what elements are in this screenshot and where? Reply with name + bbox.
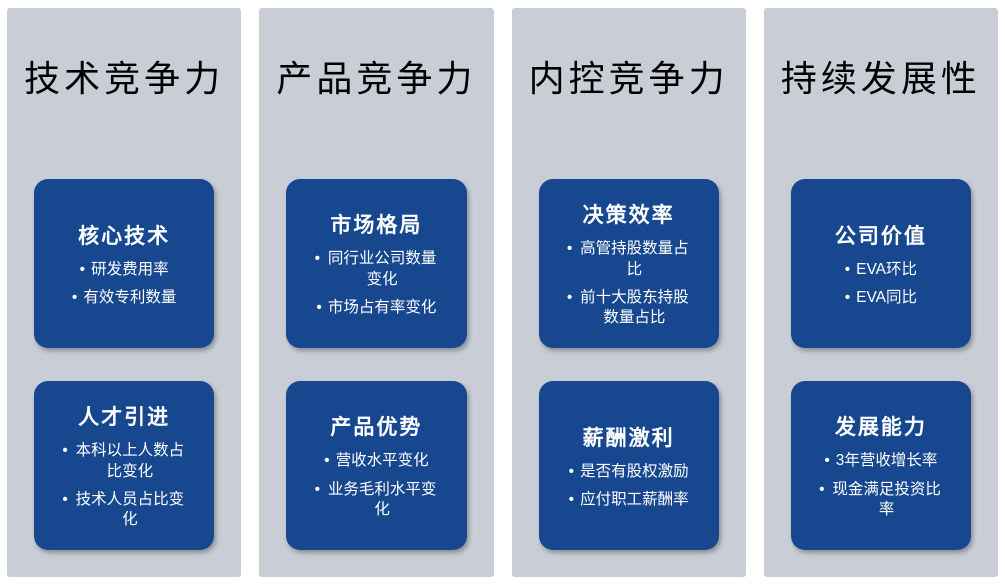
card-item-list: • 高管持股数量占比 • 前十大股东持股数量占比	[545, 239, 713, 328]
bullet-icon: •	[844, 260, 851, 278]
card-item: • 同行业公司数量变化	[292, 249, 460, 289]
card-item: • 业务毛利水平变化	[292, 480, 460, 520]
card-item-label: 有效专利数量	[83, 288, 177, 306]
card-compensation-incentive: 薪酬激利 • 是否有股权激励 • 应付职工薪酬率	[538, 381, 719, 551]
card-item: • 前十大股东持股数量占比	[545, 288, 713, 328]
card-item: • 技术人员占比变化	[40, 490, 208, 530]
card-title: 决策效率	[582, 204, 675, 228]
column-internal-control-competitiveness: 内控竞争力 决策效率 • 高管持股数量占比 • 前十大股东持股数量占比 薪酬激利	[511, 8, 746, 577]
bullet-icon: •	[314, 250, 321, 268]
bullet-icon: •	[324, 452, 330, 470]
card-item-label: 业务毛利水平变化	[327, 480, 437, 518]
card-item-label: 营收水平变化	[335, 452, 429, 470]
card-item-label: 研发费用率	[91, 260, 169, 278]
card-item: • 营收水平变化	[292, 451, 460, 471]
card-title: 核心技术	[78, 224, 171, 248]
card-item: • 研发费用率	[40, 260, 208, 280]
card-item-label: 现金满足投资比率	[832, 480, 941, 518]
card-item: • 应付职工薪酬率	[545, 490, 713, 510]
column-title: 技术竞争力	[24, 59, 225, 100]
card-item-label: 是否有股权激励	[580, 462, 689, 480]
card-item-label: 本科以上人数占比变化	[75, 442, 185, 480]
bullet-icon: •	[62, 442, 68, 460]
bullet-icon: •	[566, 288, 573, 306]
card-group: 公司价值 • EVA环比 • EVA同比 发展能力 •	[764, 179, 998, 551]
card-product-advantage: 产品优势 • 营收水平变化 • 业务毛利水平变化	[286, 381, 467, 551]
card-item: • 是否有股权激励	[545, 462, 713, 482]
card-item: • 市场占有率变化	[292, 298, 460, 318]
bullet-icon: •	[566, 240, 573, 258]
card-talent-introduction: 人才引进 • 本科以上人数占比变化 • 技术人员占比变化	[34, 381, 215, 551]
card-item-label: EVA环比	[856, 260, 918, 278]
card-item-list: • 同行业公司数量变化 • 市场占有率变化	[292, 249, 460, 317]
bullet-icon: •	[824, 452, 830, 470]
card-item: • 本科以上人数占比变化	[40, 441, 208, 481]
card-decision-efficiency: 决策效率 • 高管持股数量占比 • 前十大股东持股数量占比	[538, 179, 719, 349]
card-group: 决策效率 • 高管持股数量占比 • 前十大股东持股数量占比 薪酬激利 •	[512, 179, 746, 551]
card-market-structure: 市场格局 • 同行业公司数量变化 • 市场占有率变化	[286, 179, 467, 349]
column-title: 产品竞争力	[276, 59, 477, 100]
card-item-label: 3年营收增长率	[835, 452, 938, 470]
card-group: 市场格局 • 同行业公司数量变化 • 市场占有率变化 产品优势 •	[259, 179, 493, 551]
card-title: 薪酬激利	[582, 426, 675, 450]
bullet-icon: •	[314, 480, 321, 498]
card-item-list: • 是否有股权激励 • 应付职工薪酬率	[545, 462, 713, 510]
card-title: 公司价值	[834, 224, 927, 248]
card-item: • 3年营收增长率	[797, 451, 965, 471]
card-title: 产品优势	[330, 416, 423, 440]
bullet-icon: •	[62, 490, 68, 508]
card-development-capability: 发展能力 • 3年营收增长率 • 现金满足投资比率	[790, 381, 971, 551]
card-item: • 现金满足投资比率	[797, 480, 965, 520]
card-item-label: 技术人员占比变化	[75, 490, 185, 528]
card-core-technology: 核心技术 • 研发费用率 • 有效专利数量	[34, 179, 215, 349]
card-item-list: • 研发费用率 • 有效专利数量	[40, 260, 208, 308]
card-item-list: • EVA环比 • EVA同比	[797, 260, 965, 308]
column-title: 内控竞争力	[528, 59, 729, 100]
card-title: 市场格局	[330, 214, 423, 238]
card-item-label: 前十大股东持股数量占比	[580, 288, 689, 326]
card-item: • 有效专利数量	[40, 288, 208, 308]
card-item-label: 市场占有率变化	[327, 298, 437, 316]
card-item: • EVA同比	[797, 288, 965, 308]
bullet-icon: •	[819, 480, 825, 498]
card-item-label: 同行业公司数量变化	[327, 250, 437, 288]
column-sustainable-development: 持续发展性 公司价值 • EVA环比 • EVA同比 发展能力	[763, 8, 998, 577]
bullet-icon: •	[316, 298, 322, 316]
column-title: 持续发展性	[780, 59, 981, 100]
card-group: 核心技术 • 研发费用率 • 有效专利数量 人才引进 •	[7, 179, 241, 551]
card-item: • EVA环比	[797, 260, 965, 280]
column-tech-competitiveness: 技术竞争力 核心技术 • 研发费用率 • 有效专利数量 人才引进	[7, 8, 242, 577]
card-item-label: 高管持股数量占比	[580, 240, 689, 278]
column-product-competitiveness: 产品竞争力 市场格局 • 同行业公司数量变化 • 市场占有率变化 产品优势	[259, 8, 494, 577]
bullet-icon: •	[79, 260, 86, 278]
card-item-list: • 营收水平变化 • 业务毛利水平变化	[292, 451, 460, 519]
bullet-icon: •	[568, 462, 575, 480]
card-item: • 高管持股数量占比	[545, 239, 713, 279]
card-item-label: 应付职工薪酬率	[580, 490, 689, 508]
card-item-list: • 本科以上人数占比变化 • 技术人员占比变化	[40, 441, 208, 530]
bullet-icon: •	[568, 490, 575, 508]
card-company-value: 公司价值 • EVA环比 • EVA同比	[790, 179, 971, 349]
card-title: 人才引进	[78, 406, 171, 430]
card-item-label: EVA同比	[856, 288, 918, 306]
card-item-list: • 3年营收增长率 • 现金满足投资比率	[797, 451, 965, 519]
card-title: 发展能力	[834, 416, 927, 440]
bullet-icon: •	[71, 288, 78, 306]
bullet-icon: •	[844, 288, 851, 306]
